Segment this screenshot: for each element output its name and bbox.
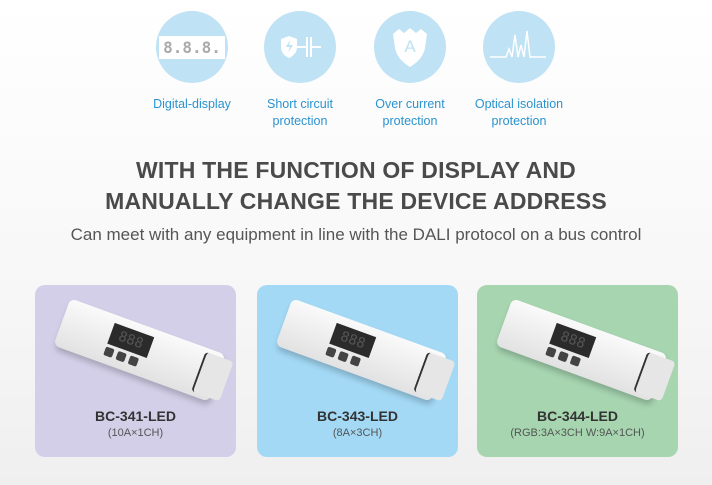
led-controller-image: 888: [275, 298, 456, 402]
subtitle: Can meet with any equipment in line with…: [70, 225, 642, 244]
feature-digital-display: 8.8.8. Digital-display: [132, 11, 252, 113]
product-card-bc-341[interactable]: 888 BC-341-LED (10A×1CH): [35, 285, 236, 457]
product-spec: (8A×3CH): [332, 427, 383, 439]
product-model: BC-343-LED: [317, 408, 398, 424]
seven-segment-display-icon: 8.8.8.: [156, 11, 228, 83]
shield-a-icon: A: [374, 11, 446, 83]
product-model: BC-341-LED: [95, 408, 176, 424]
product-card-bc-344[interactable]: 888 BC-344-LED (RGB:3A×3CH W:9A×1CH): [477, 285, 678, 457]
product-spec: (RGB:3A×3CH W:9A×1CH): [510, 427, 645, 439]
shield-lightning-circuit-icon: [264, 11, 336, 83]
svg-text:A: A: [404, 37, 416, 56]
product-model: BC-344-LED: [537, 408, 618, 424]
product-spec: (10A×1CH): [107, 427, 164, 439]
led-controller-image: 888: [53, 298, 234, 402]
led-controller-image: 888: [495, 298, 676, 402]
product-card-bc-343[interactable]: 888 BC-343-LED (8A×3CH): [257, 285, 458, 457]
pulse-wave-icon: [483, 11, 555, 83]
feature-label: Digital-display: [153, 97, 231, 111]
